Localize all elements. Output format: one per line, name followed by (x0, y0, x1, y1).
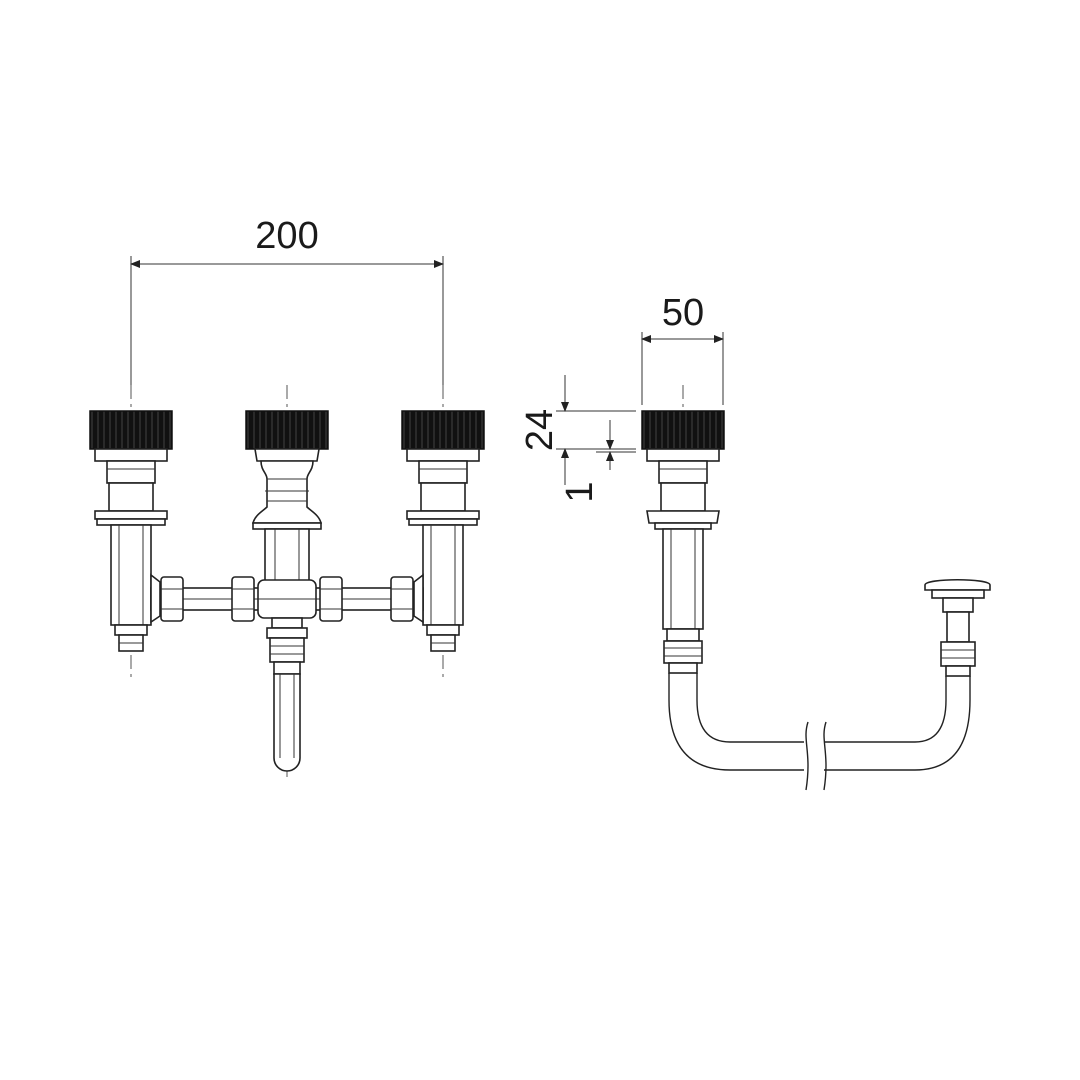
pop-up-waste (924, 579, 991, 677)
connector-pipe (150, 573, 424, 624)
front-view: 200 (89, 215, 485, 780)
dimension-1: 1 (559, 420, 636, 503)
connecting-hose (668, 673, 971, 791)
dimension-24: 24 (519, 375, 636, 485)
dimension-200-label: 200 (255, 215, 318, 257)
dimension-1-label: 1 (559, 481, 601, 502)
dimension-50-label: 50 (662, 292, 704, 334)
side-view: 50 24 1 (519, 292, 991, 791)
dimension-50: 50 (641, 292, 724, 405)
spout-outlet (266, 617, 308, 772)
spout-body (245, 410, 329, 582)
side-valve (641, 410, 725, 674)
dimension-200: 200 (130, 215, 444, 385)
dimension-24-label: 24 (519, 409, 561, 451)
